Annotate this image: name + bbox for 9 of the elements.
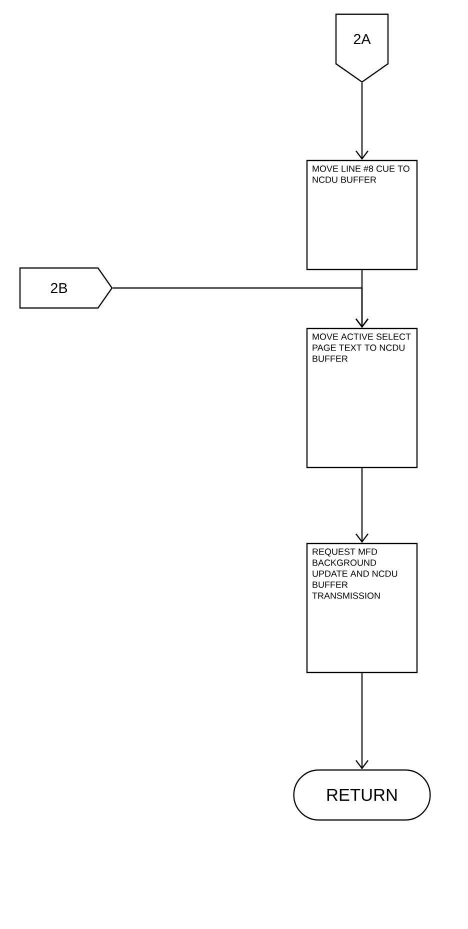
process-box: MOVE ACTIVE SELECT PAGE TEXT TO NCDU BUFFER	[306, 328, 418, 468]
process-box: REQUEST MFD BACKGROUND UPDATE AND NCDU BUFFER TRANSMISSION	[306, 542, 418, 674]
arrow	[356, 82, 368, 160]
off-page-connector: 2B	[19, 267, 113, 309]
arrow	[356, 673, 368, 770]
arrow	[112, 287, 368, 328]
off-page-connector: 2A	[335, 14, 389, 83]
process-box: MOVE LINE #8 CUE TO NCDU BUFFER	[306, 160, 418, 270]
arrow	[356, 468, 368, 543]
